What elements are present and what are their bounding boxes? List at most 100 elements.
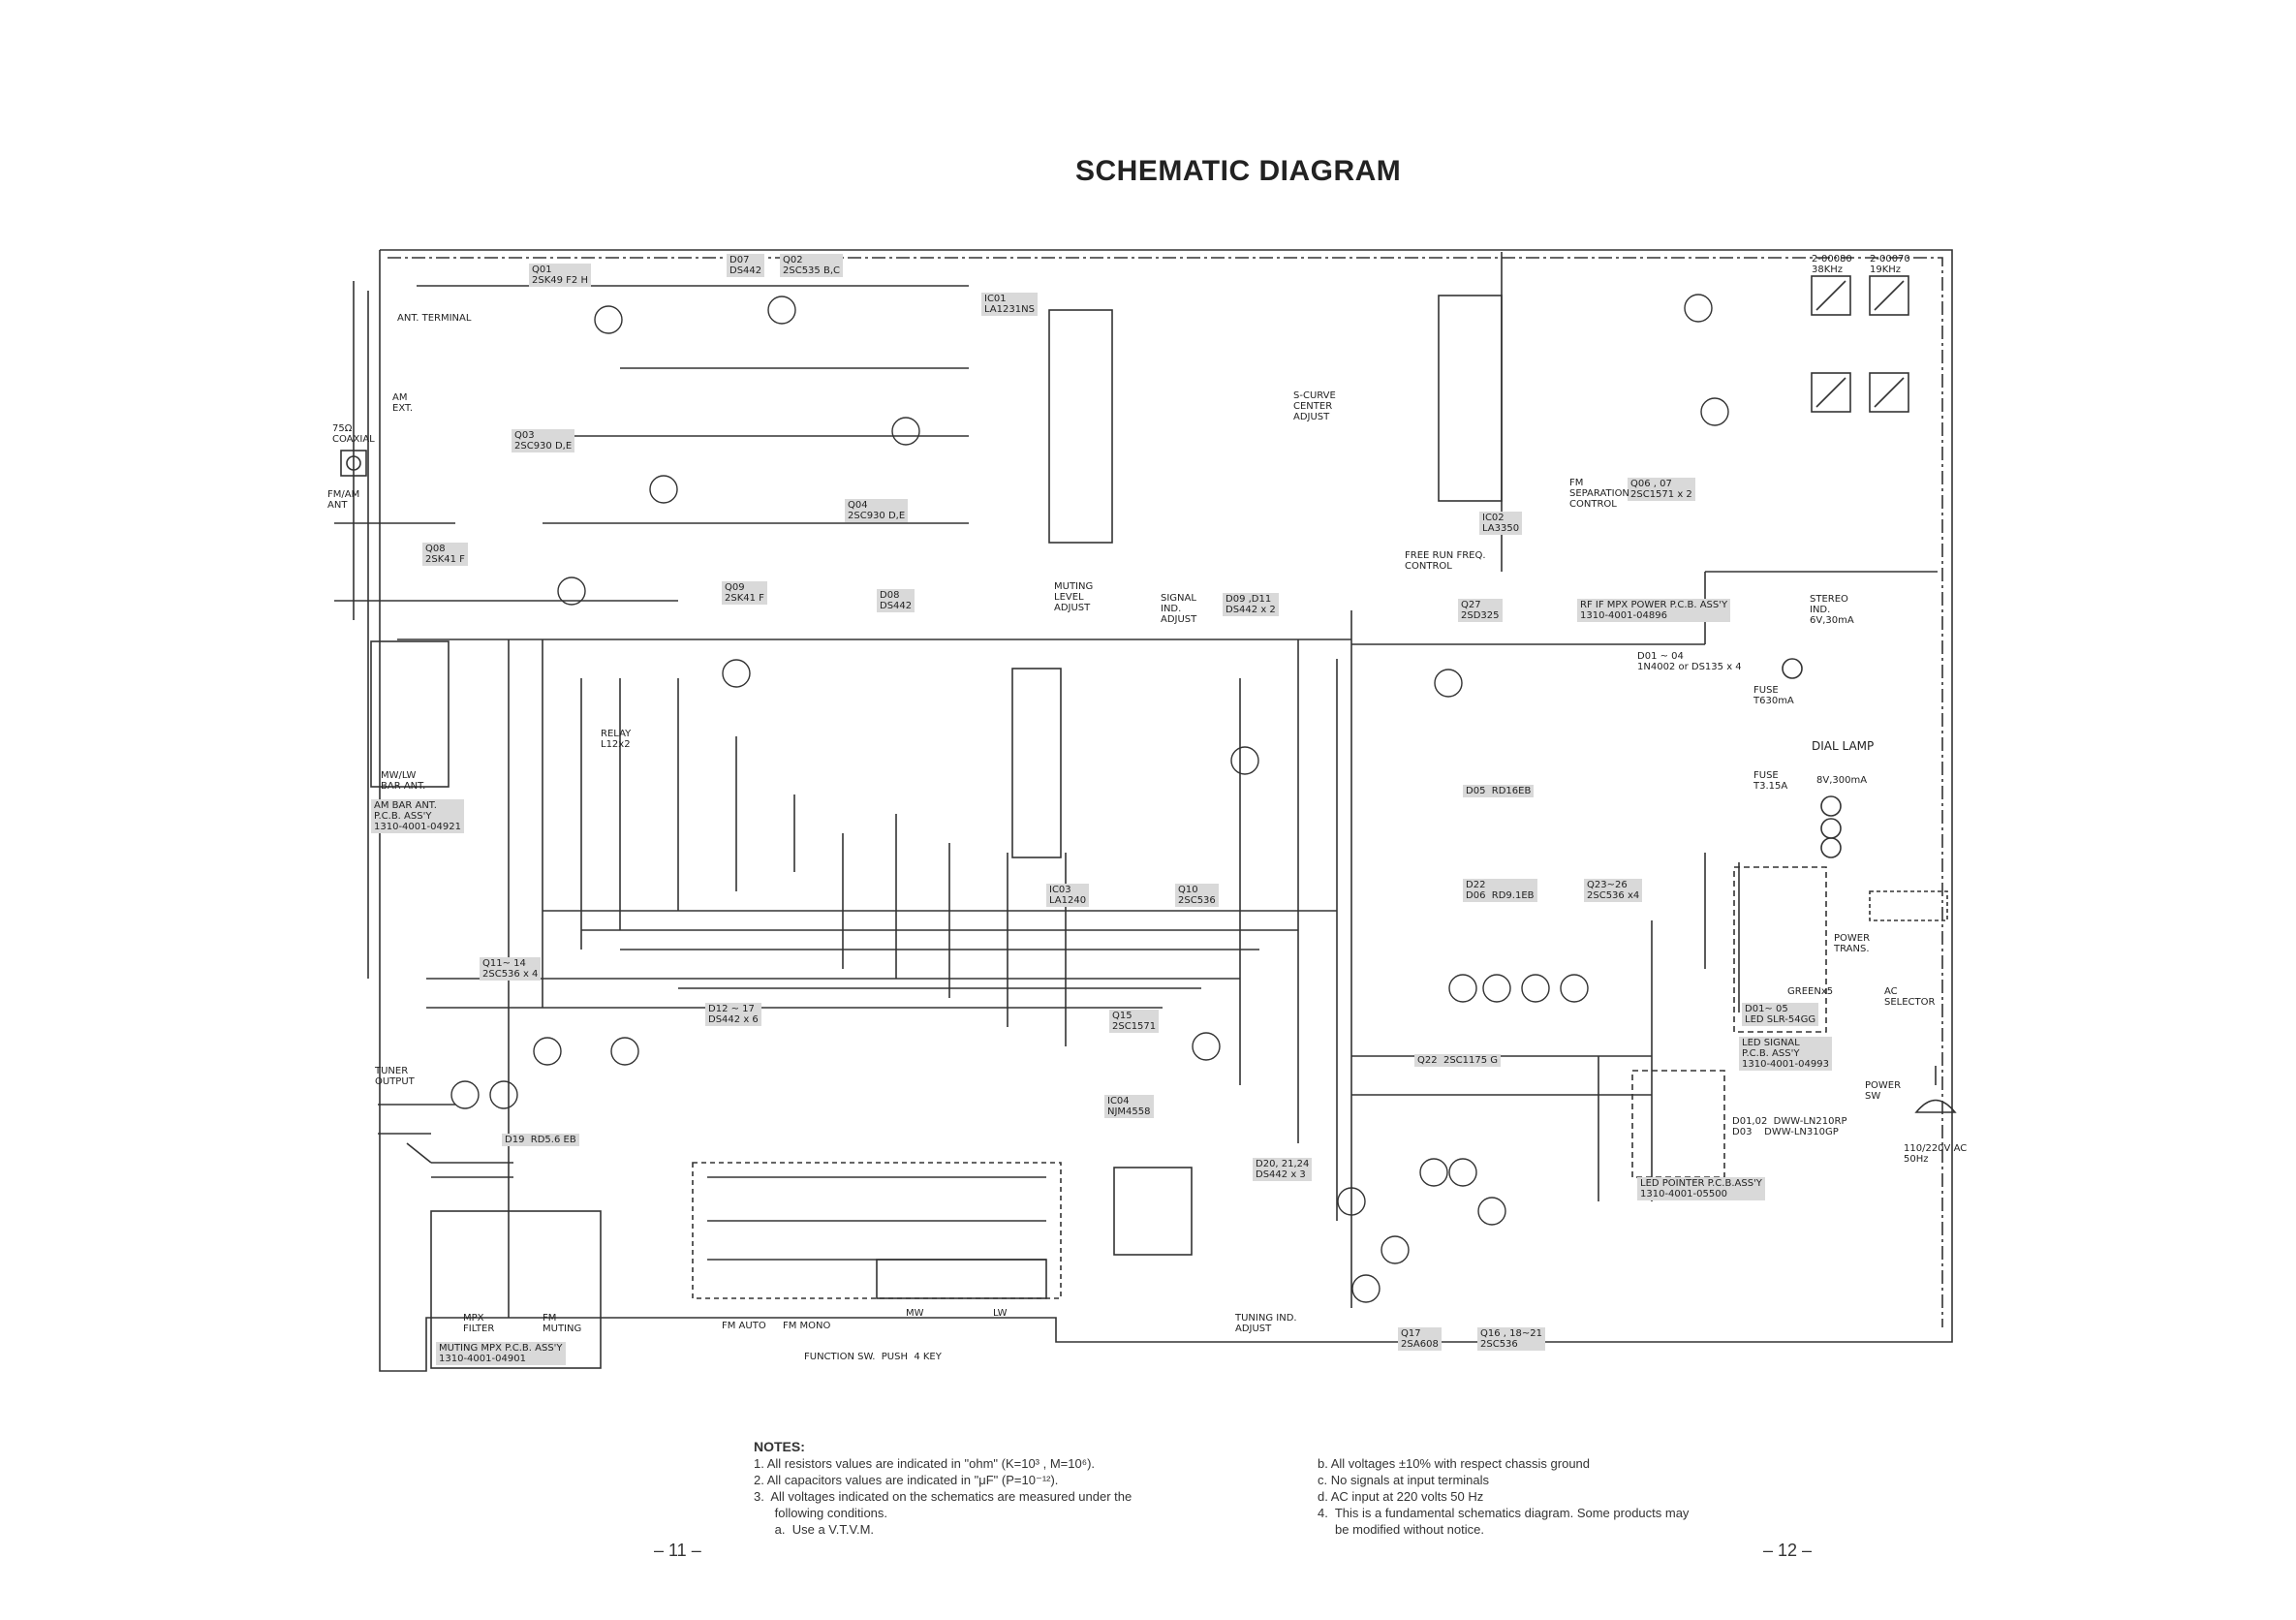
- af01-body: [1811, 372, 1851, 413]
- label-q08: Q08 2SK41 F: [422, 543, 468, 566]
- label-d19: D19 RD5.6 EB: [502, 1134, 579, 1146]
- label-free-run: FREE RUN FREQ. CONTROL: [1405, 550, 1486, 572]
- ac-plug: [1914, 1099, 1957, 1113]
- label-fmam-ant: FM/AM ANT: [327, 489, 360, 511]
- label-mpxpcb: MUTING MPX P.C.B. ASS'Y 1310-4001-04901: [436, 1342, 566, 1365]
- transistor-symbols: [450, 294, 1729, 1303]
- ic01-body: [1048, 309, 1113, 544]
- label-mpx-filter: MPX FILTER: [463, 1313, 495, 1334]
- label-q27: Q27 2SD325: [1458, 599, 1503, 622]
- label-q22: Q22 2SC1175 G: [1414, 1054, 1502, 1067]
- mpx-pcb-box: [430, 1210, 602, 1369]
- label-d2024: D20, 21,24 DS442 x 3: [1253, 1158, 1313, 1181]
- label-greenx5: GREENx5: [1787, 986, 1834, 997]
- label-fuse2: FUSE T3.15A: [1753, 770, 1788, 792]
- label-q09: Q09 2SK41 F: [722, 581, 767, 605]
- label-ledsig: D01~ 05 LED SLR-54GG: [1742, 1003, 1819, 1026]
- label-q04: Q04 2SC930 D,E: [845, 499, 909, 522]
- label-coax: 75Ω COAXIAL: [332, 423, 375, 445]
- label-lamp-rating: 8V,300mA: [1816, 775, 1868, 786]
- ic02-body: [1438, 295, 1503, 502]
- note-line: a. Use a V.T.V.M.: [754, 1522, 875, 1537]
- note-line: b. All voltages ±10% with respect chassi…: [1318, 1456, 1591, 1471]
- label-q2326: Q23~26 2SC536 x4: [1584, 879, 1643, 902]
- label-dial-lamp: DIAL LAMP: [1812, 739, 1875, 753]
- af02-body: [1869, 372, 1909, 413]
- label-fm-auto: FM AUTO: [722, 1321, 766, 1331]
- label-q1114: Q11~ 14 2SC536 x 4: [480, 957, 542, 981]
- label-q10: Q10 2SC536: [1175, 884, 1219, 907]
- label-d07: D07 DS442: [727, 254, 765, 277]
- label-ac-selector: AC SELECTOR: [1884, 986, 1936, 1008]
- note-line: 2. All capacitors values are indicated i…: [754, 1473, 1059, 1487]
- label-muting-level: MUTING LEVEL ADJUST: [1054, 581, 1094, 613]
- note-line: 3. All voltages indicated on the schemat…: [754, 1489, 1132, 1504]
- lamp-symbols: [1782, 658, 1842, 858]
- coax-jack: [340, 450, 367, 477]
- led-pointer-box: [1631, 1070, 1725, 1178]
- label-ledsig-pcb: LED SIGNAL P.C.B. ASS'Y 1310-4001-04993: [1739, 1037, 1832, 1071]
- page-title: SCHEMATIC DIAGRAM: [1075, 155, 1402, 187]
- note-line: be modified without notice.: [1318, 1522, 1484, 1537]
- label-q17: Q17 2SA608: [1398, 1327, 1442, 1351]
- label-q0607: Q06 , 07 2SC1571 x 2: [1628, 478, 1695, 501]
- label-power-trans: POWER TRANS.: [1834, 933, 1871, 954]
- label-d09: D09 ,D11 DS442 x 2: [1223, 593, 1279, 616]
- label-af04: 2-00070 19KHz: [1870, 254, 1910, 275]
- label-ambar: AM BAR ANT. P.C.B. ASS'Y 1310-4001-04921: [371, 799, 464, 833]
- label-fuse1: FUSE T630mA: [1753, 685, 1794, 706]
- note-line: c. No signals at input terminals: [1318, 1473, 1490, 1487]
- page-number-right: – 12 –: [1763, 1541, 1813, 1560]
- label-tuning-ind: TUNING IND. ADJUST: [1235, 1313, 1297, 1334]
- bar-ant-box: [370, 640, 450, 788]
- note-line: following conditions.: [754, 1506, 888, 1520]
- led-signal-box: [1733, 866, 1827, 1033]
- note-line: 1. All resistors values are indicated in…: [754, 1456, 1096, 1471]
- function-switch-body: [692, 1162, 1062, 1299]
- label-ledptr: LED POINTER P.C.B.ASS'Y 1310-4001-05500: [1637, 1177, 1765, 1200]
- label-relay: RELAY L12x2: [601, 729, 632, 750]
- notes-heading: NOTES:: [754, 1439, 805, 1454]
- label-scurve: S-CURVE CENTER ADJUST: [1293, 390, 1336, 422]
- label-d22: D22 D06 RD9.1EB: [1463, 879, 1537, 902]
- label-ic04: IC04 NJM4558: [1104, 1095, 1154, 1118]
- af04-body: [1869, 275, 1909, 316]
- label-am-ext: AM EXT.: [392, 392, 414, 414]
- label-stereo: STEREO IND. 6V,30mA: [1810, 594, 1854, 626]
- label-tuner-out: TUNER OUTPUT: [375, 1066, 415, 1087]
- label-rfif: RF IF MPX POWER P.C.B. ASS'Y 1310-4001-0…: [1577, 599, 1731, 622]
- label-ic01: IC01 LA1231NS: [981, 293, 1038, 316]
- page-number-left: – 11 –: [654, 1541, 701, 1560]
- label-ic03: IC03 LA1240: [1046, 884, 1090, 907]
- label-led-pn: D01,02 DWW-LN210RP D03 DWW-LN310GP: [1732, 1116, 1847, 1137]
- notes-right: b. All voltages ±10% with respect chassi…: [1318, 1455, 1689, 1538]
- note-line: 4. This is a fundamental schematics diag…: [1318, 1506, 1690, 1520]
- label-d05: D05 RD16EB: [1463, 785, 1535, 797]
- note-line: d. AC input at 220 volts 50 Hz: [1318, 1489, 1484, 1504]
- label-q01: Q01 2SK49 F2 H: [529, 264, 591, 287]
- label-ic02: IC02 LA3350: [1479, 512, 1523, 535]
- label-d1217: D12 ~ 17 DS442 x 6: [705, 1003, 761, 1026]
- label-q1621: Q16 , 18~21 2SC536: [1477, 1327, 1545, 1351]
- label-ac-input: 110/220V AC 50Hz: [1904, 1143, 1968, 1165]
- power-trans-body: [1869, 890, 1948, 921]
- ground-bus: [388, 257, 1943, 1327]
- label-q02: Q02 2SC535 B,C: [780, 254, 843, 277]
- label-ant-terminal: ANT. TERMINAL: [397, 313, 472, 324]
- notes-left: NOTES: 1. All resistors values are indic…: [754, 1439, 1132, 1538]
- label-function-sw: FUNCTION SW. PUSH 4 KEY: [804, 1352, 942, 1362]
- label-fm-mono: FM MONO: [783, 1321, 831, 1331]
- ic03-body: [1011, 668, 1062, 858]
- label-q03: Q03 2SC930 D,E: [512, 429, 575, 452]
- label-lw: LW: [993, 1308, 1008, 1319]
- label-mw: MW: [906, 1308, 924, 1319]
- label-signal-ind: SIGNAL IND. ADJUST: [1161, 593, 1197, 625]
- label-mwlw: MW/LW BAR ANT.: [381, 770, 426, 792]
- label-power-sw: POWER SW: [1865, 1080, 1902, 1102]
- af03-body: [1811, 275, 1851, 316]
- label-fm-sep: FM SEPARATION CONTROL: [1569, 478, 1629, 510]
- label-d08: D08 DS442: [877, 589, 915, 612]
- label-fm-muting: FM MUTING: [543, 1313, 582, 1334]
- board-outline: [379, 249, 1953, 1372]
